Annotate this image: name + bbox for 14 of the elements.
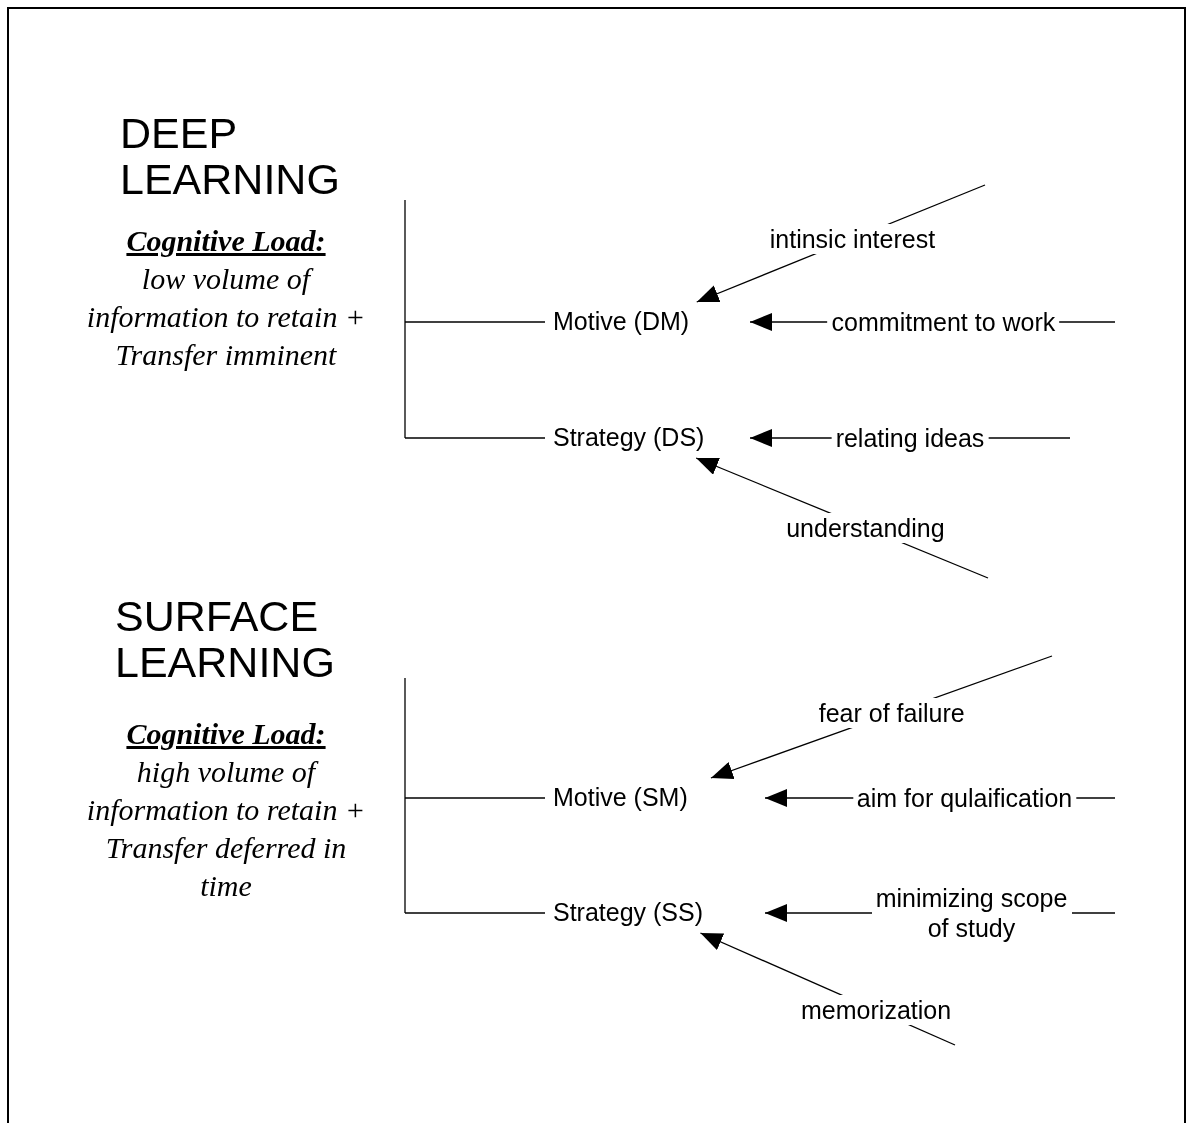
branch-label: Motive (DM) <box>545 302 750 342</box>
connector-line <box>404 912 546 914</box>
branch-label: Strategy (DS) <box>545 418 750 458</box>
connector-line <box>404 321 546 323</box>
connector-line <box>404 797 546 799</box>
load-description: high volume of information to retain + Transfer deferred in time <box>86 754 366 904</box>
load-description: low volume of information to retain + Transfer imminent <box>86 261 366 373</box>
branch-label: Motive (SM) <box>545 778 765 818</box>
load-heading: Cognitive Load: <box>125 716 327 752</box>
connector-line <box>404 437 546 439</box>
load-heading: Cognitive Load: <box>125 223 327 259</box>
section-heading: SURFACE LEARNING <box>115 593 336 685</box>
branch-label: Strategy (SS) <box>545 893 765 933</box>
section-heading: DEEP LEARNING <box>120 110 341 202</box>
